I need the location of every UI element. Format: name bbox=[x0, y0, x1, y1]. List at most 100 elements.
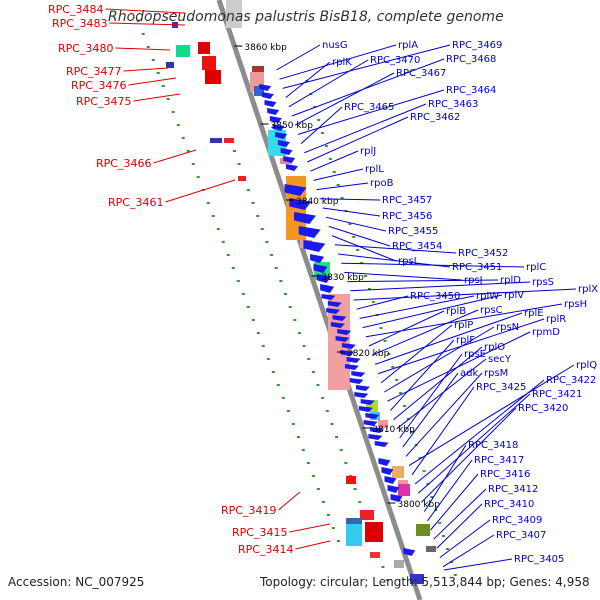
right-label-leader bbox=[371, 309, 479, 356]
right-gene-label: RPC_3463 bbox=[428, 99, 478, 110]
gene-feature bbox=[252, 66, 264, 72]
right-label-leader bbox=[374, 312, 523, 365]
right-gene-label: RPC_3422 bbox=[546, 375, 596, 386]
gene-feature bbox=[202, 56, 216, 70]
right-label-leader bbox=[319, 198, 381, 201]
gene-feature bbox=[370, 552, 380, 558]
guide-dot bbox=[196, 176, 200, 178]
left-label-leader bbox=[165, 179, 236, 203]
right-gene-label: RPC_3421 bbox=[532, 389, 582, 400]
guide-dot bbox=[335, 436, 339, 438]
guide-dot bbox=[226, 254, 230, 256]
gene-feature bbox=[198, 42, 210, 54]
guide-dot bbox=[395, 379, 399, 381]
gene-arrow bbox=[403, 548, 416, 556]
right-label-leader bbox=[368, 310, 445, 347]
left-label-leader bbox=[115, 47, 171, 51]
right-gene-label: rplB bbox=[446, 306, 466, 317]
right-gene-label: rplW bbox=[476, 291, 499, 302]
gene-arrow bbox=[294, 212, 317, 224]
gene-arrow bbox=[337, 329, 352, 335]
guide-dot bbox=[288, 306, 292, 308]
left-gene-labels: RPC_3484RPC_3483RPC_3480RPC_3477RPC_3476… bbox=[48, 3, 331, 556]
guide-dot bbox=[231, 267, 235, 269]
right-label-leader bbox=[408, 364, 575, 467]
right-gene-label: rplX bbox=[578, 284, 598, 295]
gene-feature bbox=[392, 466, 404, 478]
gene-arrow bbox=[264, 100, 277, 107]
guide-dot bbox=[237, 163, 241, 165]
right-label-leader bbox=[443, 558, 513, 571]
guide-dot bbox=[339, 449, 343, 451]
guide-dot bbox=[181, 137, 185, 139]
guide-dot bbox=[265, 241, 269, 243]
left-gene-label: RPC_3475 bbox=[76, 95, 131, 108]
gene-arrow bbox=[330, 322, 345, 328]
right-gene-label: RPC_3410 bbox=[484, 499, 534, 510]
genome-summary-text: Topology: circular; Length: 5,513,844 bp… bbox=[260, 575, 590, 589]
right-label-leader bbox=[384, 326, 495, 393]
right-gene-label: rpoB bbox=[370, 178, 394, 189]
guide-dot bbox=[293, 319, 297, 321]
accession-text: Accession: NC_007925 bbox=[8, 575, 145, 589]
right-label-leader bbox=[279, 44, 397, 80]
gene-arrow bbox=[384, 476, 397, 484]
left-label-leader bbox=[153, 149, 197, 164]
guide-dot bbox=[379, 327, 383, 329]
gene-feature bbox=[210, 138, 222, 143]
gene-arrow bbox=[267, 108, 280, 115]
guide-dot bbox=[141, 33, 145, 35]
guide-dot bbox=[430, 496, 434, 498]
gene-feature bbox=[176, 45, 190, 57]
guide-dot bbox=[286, 410, 290, 412]
right-label-leader bbox=[436, 503, 483, 549]
right-label-leader bbox=[334, 244, 457, 254]
guide-dot bbox=[307, 358, 311, 360]
genome-backbone bbox=[216, 0, 423, 600]
right-gene-label: rplP bbox=[454, 320, 473, 331]
guide-dot bbox=[296, 436, 300, 438]
right-gene-label: RPC_3450 bbox=[410, 291, 460, 302]
guide-dot bbox=[387, 353, 391, 355]
gene-arrow bbox=[378, 458, 391, 466]
guide-dot bbox=[325, 410, 329, 412]
right-label-leader bbox=[427, 459, 473, 522]
guide-dot bbox=[281, 397, 285, 399]
right-label-leader bbox=[380, 324, 453, 384]
right-gene-label: rpsS bbox=[532, 277, 554, 288]
gene-arrow bbox=[259, 84, 272, 91]
guide-dot bbox=[276, 384, 280, 386]
gene-arrow bbox=[285, 164, 298, 171]
guide-dot bbox=[403, 405, 407, 407]
right-gene-label: secY bbox=[488, 354, 512, 365]
guide-dot bbox=[251, 319, 255, 321]
tick-label: 3820 kbp bbox=[347, 349, 390, 359]
gene-arrow bbox=[321, 294, 336, 300]
guide-dot bbox=[232, 150, 236, 152]
right-gene-label: RPC_3407 bbox=[496, 530, 546, 541]
right-gene-label: rpmD bbox=[532, 327, 560, 338]
gene-arrow bbox=[351, 371, 366, 377]
guide-dot bbox=[266, 358, 270, 360]
right-gene-label: RPC_3451 bbox=[452, 262, 502, 273]
guide-dot bbox=[241, 293, 245, 295]
left-gene-label: RPC_3466 bbox=[96, 157, 151, 170]
left-gene-label: RPC_3477 bbox=[66, 65, 121, 78]
guide-dot bbox=[136, 20, 140, 22]
tick-label: 3850 kbp bbox=[271, 121, 314, 131]
gene-arrow bbox=[269, 116, 282, 123]
guide-dot bbox=[306, 462, 310, 464]
guide-dot bbox=[391, 366, 395, 368]
guide-dot bbox=[146, 46, 150, 48]
right-label-leader bbox=[304, 103, 427, 154]
guide-dot bbox=[453, 574, 457, 576]
guide-dot bbox=[383, 340, 387, 342]
left-gene-label: RPC_3484 bbox=[48, 3, 103, 16]
guide-dot bbox=[246, 189, 250, 191]
gene-arrow bbox=[313, 264, 328, 273]
guide-dot bbox=[332, 171, 336, 173]
guide-dot bbox=[399, 392, 403, 394]
gene-arrow bbox=[298, 226, 321, 238]
gene-arrow bbox=[346, 357, 361, 363]
